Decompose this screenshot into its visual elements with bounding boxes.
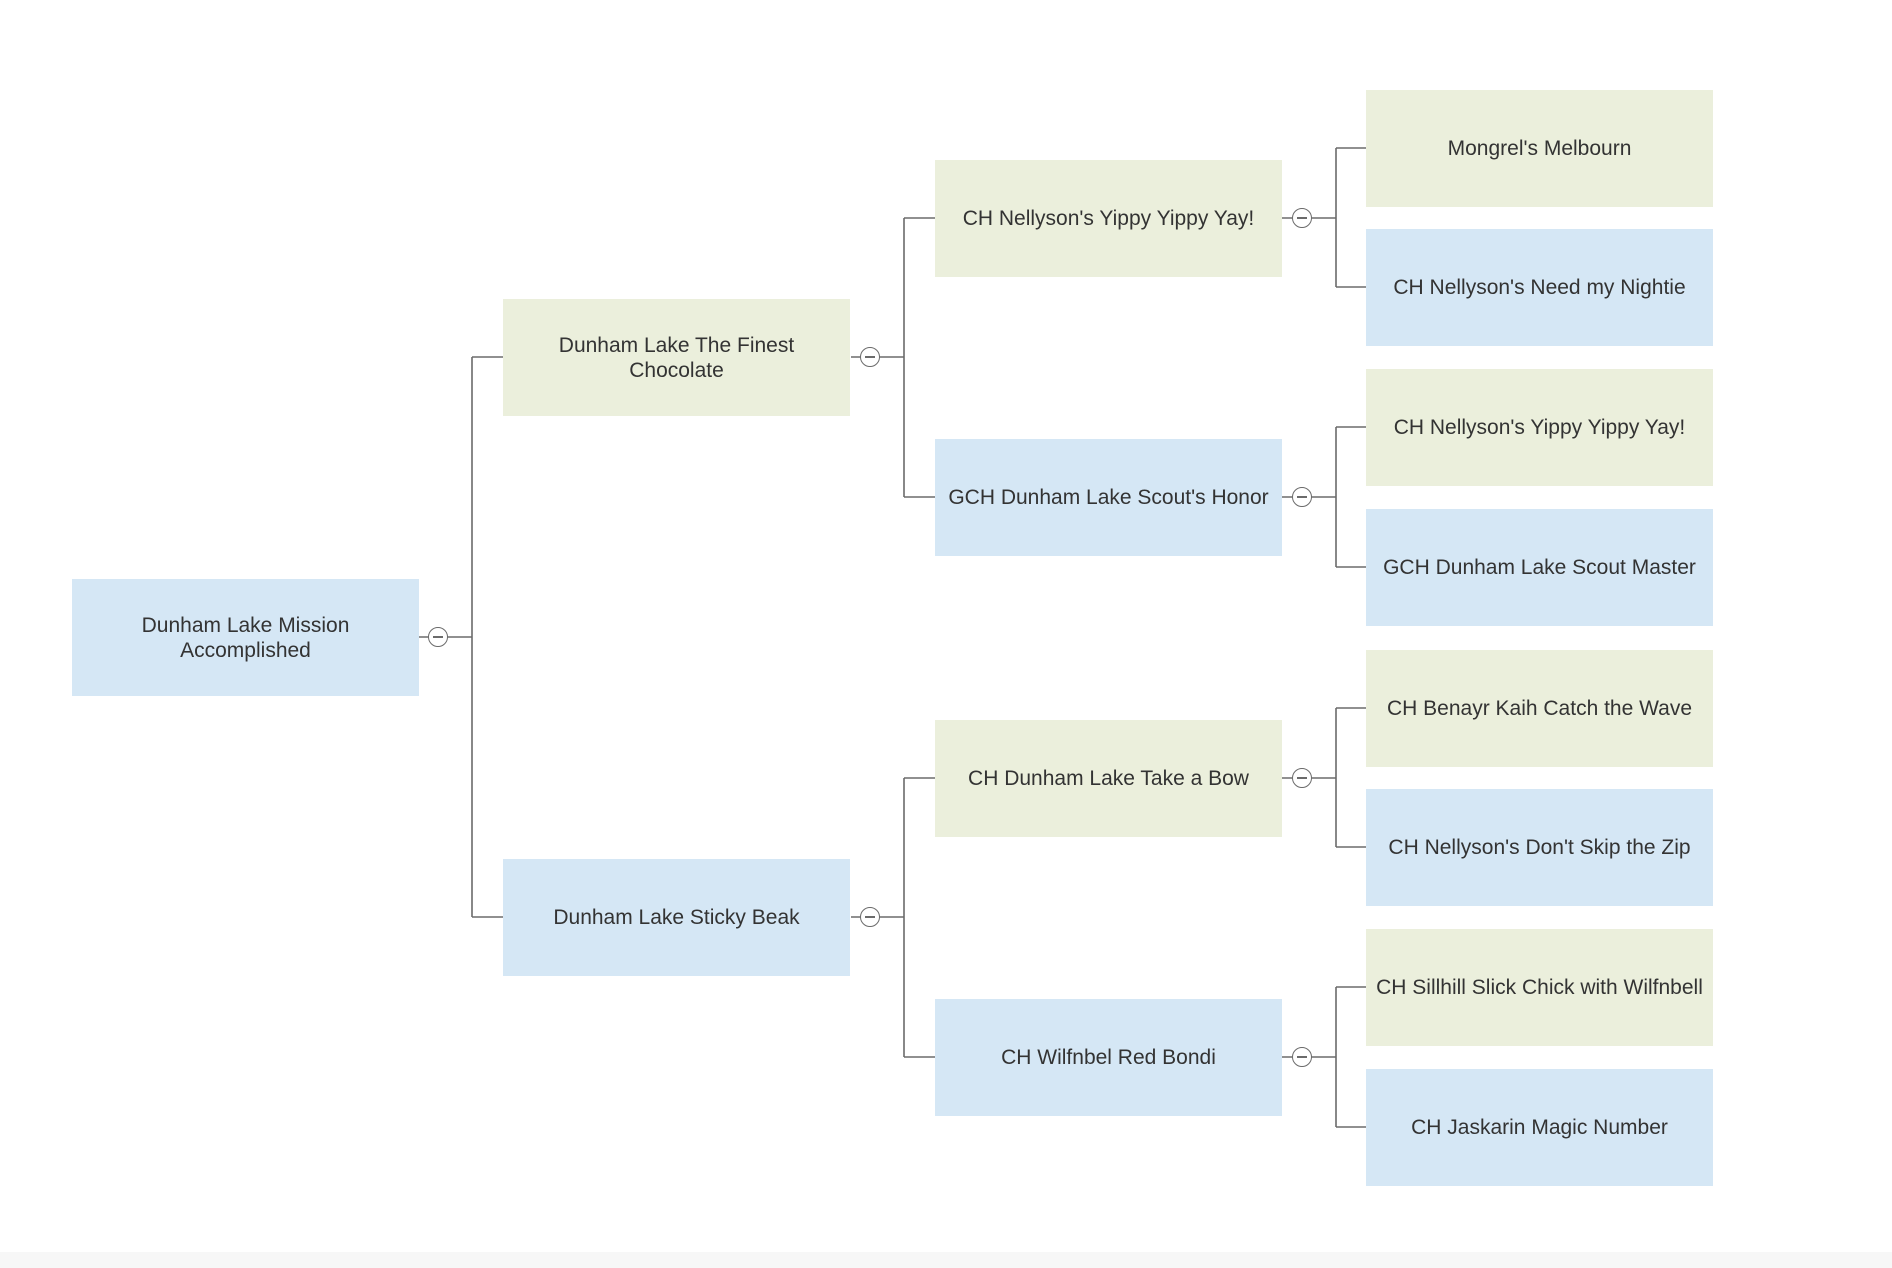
node-dam[interactable]: Dunham Lake Sticky Beak — [503, 859, 850, 976]
node-label: CH Sillhill Slick Chick with Wilfnbell — [1376, 976, 1703, 999]
collapse-toggle-icon[interactable] — [1292, 487, 1312, 507]
node-label: GCH Dunham Lake Scout's Honor — [948, 486, 1269, 509]
collapse-toggle-icon[interactable] — [860, 907, 880, 927]
node-label: Dunham Lake Sticky Beak — [553, 906, 800, 929]
node-grandsire-maternal[interactable]: CH Dunham Lake Take a Bow — [935, 720, 1282, 837]
node-label: CH Dunham Lake Take a Bow — [968, 767, 1249, 790]
node-granddam-paternal[interactable]: GCH Dunham Lake Scout's Honor — [935, 439, 1282, 556]
node-great-grandparent-6[interactable]: CH Nellyson's Don't Skip the Zip — [1366, 789, 1713, 906]
canvas-bottom-edge — [0, 1252, 1892, 1268]
node-label: CH Nellyson's Yippy Yippy Yay! — [1393, 416, 1686, 439]
node-label: CH Nellyson's Need my Nightie — [1393, 276, 1686, 299]
node-label: Dunham Lake The Finest Chocolate — [558, 333, 795, 382]
node-label: GCH Dunham Lake Scout Master — [1383, 556, 1696, 579]
collapse-toggle-icon[interactable] — [1292, 1047, 1312, 1067]
node-great-grandparent-3[interactable]: CH Nellyson's Yippy Yippy Yay! — [1366, 369, 1713, 486]
node-grandsire-paternal[interactable]: CH Nellyson's Yippy Yippy Yay! — [935, 160, 1282, 277]
node-great-grandparent-4[interactable]: GCH Dunham Lake Scout Master — [1366, 509, 1713, 626]
node-label: Mongrel's Melbourn — [1447, 137, 1632, 160]
node-great-grandparent-8[interactable]: CH Jaskarin Magic Number — [1366, 1069, 1713, 1186]
node-label: CH Wilfnbel Red Bondi — [1001, 1046, 1216, 1069]
node-great-grandparent-7[interactable]: CH Sillhill Slick Chick with Wilfnbell — [1366, 929, 1713, 1046]
node-sire[interactable]: Dunham Lake The Finest Chocolate — [503, 299, 850, 416]
node-granddam-maternal[interactable]: CH Wilfnbel Red Bondi — [935, 999, 1282, 1116]
node-great-grandparent-5[interactable]: CH Benayr Kaih Catch the Wave — [1366, 650, 1713, 767]
collapse-toggle-icon[interactable] — [860, 347, 880, 367]
collapse-toggle-icon[interactable] — [1292, 768, 1312, 788]
node-label: Dunham Lake Mission Accomplished — [141, 613, 350, 662]
node-root[interactable]: Dunham Lake Mission Accomplished — [72, 579, 419, 696]
node-label: CH Benayr Kaih Catch the Wave — [1386, 697, 1693, 720]
collapse-toggle-icon[interactable] — [1292, 208, 1312, 228]
node-label: CH Jaskarin Magic Number — [1411, 1116, 1668, 1139]
node-label: CH Nellyson's Don't Skip the Zip — [1388, 836, 1691, 859]
node-great-grandparent-2[interactable]: CH Nellyson's Need my Nightie — [1366, 229, 1713, 346]
node-great-grandparent-1[interactable]: Mongrel's Melbourn — [1366, 90, 1713, 207]
node-label: CH Nellyson's Yippy Yippy Yay! — [962, 207, 1255, 230]
collapse-toggle-icon[interactable] — [428, 627, 448, 647]
